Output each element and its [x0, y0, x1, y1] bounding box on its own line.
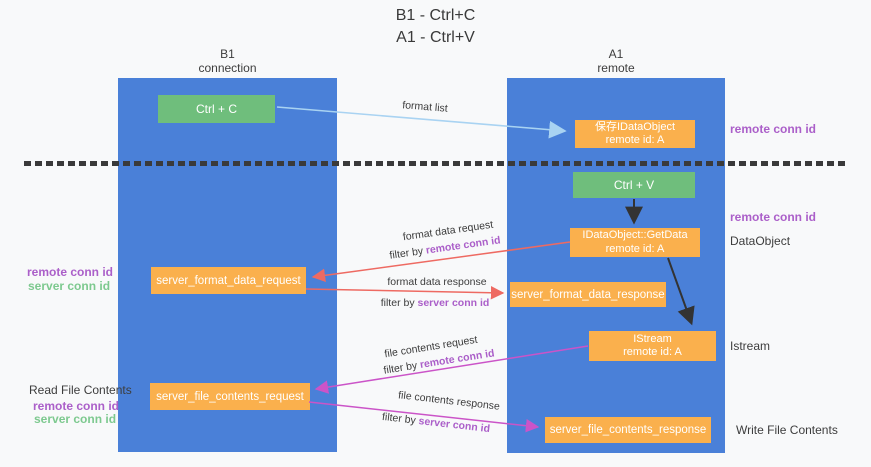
node-istream: IStream remote id: A: [589, 331, 716, 361]
label-server-conn-id-format: server conn id: [28, 279, 111, 293]
lane-b1-subtitle: connection: [198, 61, 257, 76]
node-save-idataobject-line2: remote id: A: [605, 134, 665, 146]
node-server-format-data-request-label: server_format_data_request: [156, 274, 301, 287]
label-server-conn-id-file: server conn id: [34, 412, 117, 426]
node-idataobject-getdata-line1: IDataObject::GetData: [582, 229, 688, 241]
lane-b1-name: B1: [220, 47, 235, 61]
filter-by-text: filter by: [382, 359, 419, 377]
node-ctrl-v: Ctrl + V: [573, 172, 695, 198]
label-dataobject: DataObject: [730, 234, 791, 248]
node-server-file-contents-response-label: server_file_contents_response: [549, 424, 707, 436]
node-ctrl-c-label: Ctrl + C: [195, 102, 237, 116]
label-remote-conn-id-top-right: remote conn id: [730, 122, 817, 136]
node-save-idataobject: 保存IDataObject remote id: A: [575, 120, 695, 148]
flow-label-file-contents-response: file contents response: [397, 389, 501, 413]
node-istream-line1: IStream: [633, 332, 672, 345]
filter-by-text: filter by: [380, 297, 415, 309]
node-server-file-contents-response: server_file_contents_response: [545, 417, 711, 443]
server-conn-id-text: server conn id: [417, 415, 491, 436]
title-line-1: B1 - Ctrl+C: [395, 7, 476, 24]
node-server-file-contents-request: server_file_contents_request: [150, 383, 310, 410]
label-read-file-contents: Read File Contents: [29, 383, 132, 397]
label-write-file-contents: Write File Contents: [736, 423, 838, 437]
lane-a1-subtitle: remote: [597, 61, 635, 76]
separator-dashed-line: [24, 161, 848, 166]
lane-a1-header: A1 remote: [507, 47, 725, 75]
title-line-2: A1 - Ctrl+V: [396, 28, 475, 46]
node-server-format-data-response-label: server_format_data_response: [511, 288, 665, 301]
node-idataobject-getdata: IDataObject::GetData remote id: A: [570, 228, 700, 257]
node-server-file-contents-request-label: server_file_contents_request: [156, 390, 304, 403]
label-istream: Istream: [730, 339, 771, 353]
flow-label-format-list: format list: [401, 99, 449, 115]
node-ctrl-v-label: Ctrl + V: [613, 178, 655, 192]
label-remote-conn-id-right: remote conn id: [730, 210, 817, 224]
node-save-idataobject-line1: 保存IDataObject: [594, 120, 676, 133]
lane-a1-name: A1: [608, 47, 624, 61]
server-conn-id-text: server conn id: [417, 297, 490, 309]
node-istream-line2: remote id: A: [623, 346, 682, 358]
flow-label-format-data-response: format data response: [387, 276, 487, 288]
node-server-format-data-response: server_format_data_response: [510, 282, 666, 307]
label-remote-conn-id-format: remote conn id: [27, 265, 114, 279]
node-idataobject-getdata-line2: remote id: A: [605, 242, 665, 255]
node-server-format-data-request: server_format_data_request: [151, 267, 306, 294]
page-title: B1 - Ctrl+C A1 - Ctrl+V: [0, 5, 871, 48]
lane-b1-header: B1 connection: [118, 47, 337, 75]
filter-by-text: filter by: [388, 245, 424, 262]
flow-label-file-contents-response-filter: filter by server conn id: [381, 411, 490, 435]
label-remote-conn-id-file: remote conn id: [33, 399, 120, 413]
flow-label-format-data-response-filter: filter by server conn id: [381, 297, 490, 309]
filter-by-text: filter by: [381, 410, 417, 427]
node-ctrl-c: Ctrl + C: [158, 95, 275, 123]
